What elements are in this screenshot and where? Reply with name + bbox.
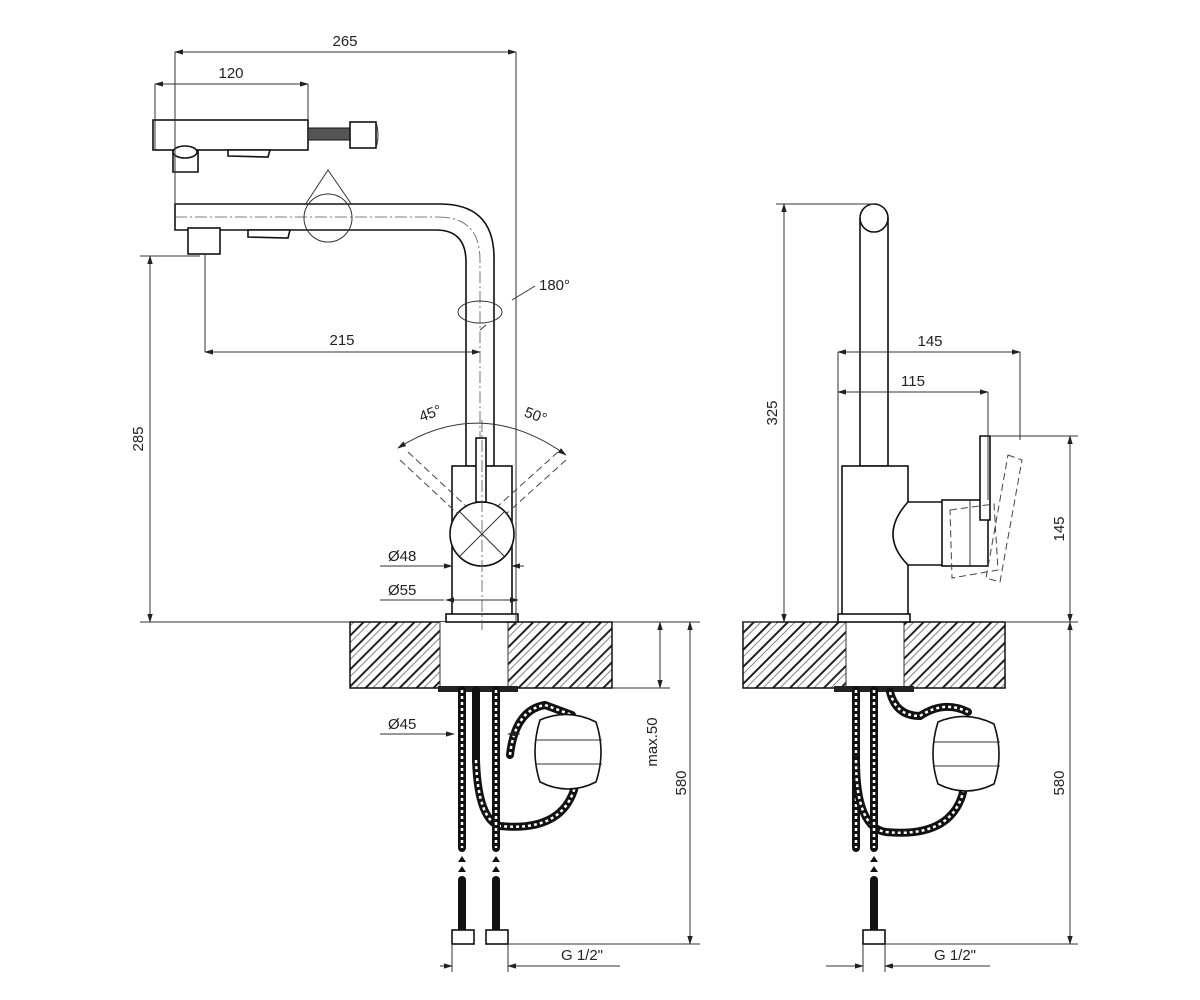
dimensions-front <box>140 49 700 972</box>
dim-angle-right: 50° <box>522 404 549 428</box>
dim-body-reach: 115 <box>901 373 925 390</box>
countertop-front <box>349 621 613 692</box>
dim-body-diameter: Ø48 <box>388 548 416 565</box>
dim-lever-reach: 145 <box>917 333 942 350</box>
dim-thread-side: G 1/2" <box>934 947 976 964</box>
dimensions-side <box>743 203 1078 972</box>
faucet-body-side <box>837 203 1023 623</box>
side-view: 325 145 115 145 580 G 1/2" <box>742 203 1078 972</box>
dim-lever-height: 145 <box>1051 516 1068 541</box>
dim-max-thickness: max.50 <box>644 717 661 766</box>
hoses-front <box>451 686 602 945</box>
dim-hole-diameter: Ø45 <box>388 716 416 733</box>
hoses-side <box>852 686 1000 945</box>
spout <box>174 169 503 470</box>
dim-angle-left: 45° <box>417 402 444 426</box>
dim-hose-length-side: 580 <box>1051 770 1068 795</box>
dim-spout-height: 285 <box>130 426 147 451</box>
dim-thread-front: G 1/2" <box>561 947 603 964</box>
dim-total-width: 265 <box>332 33 357 50</box>
dim-base-diameter: Ø55 <box>388 582 416 599</box>
countertop-side <box>742 621 1006 692</box>
dim-total-height: 325 <box>764 400 781 425</box>
front-view: 265 120 180° 215 285 45° 50° Ø48 Ø55 Ø45… <box>130 33 700 972</box>
dim-hose-length-front: 580 <box>673 770 690 795</box>
faucet-body-front <box>399 420 567 630</box>
dim-rotation: 180° <box>539 277 570 294</box>
pullout-head-detail <box>152 119 379 173</box>
dim-head-width: 120 <box>218 65 243 82</box>
dim-spout-reach: 215 <box>329 332 354 349</box>
